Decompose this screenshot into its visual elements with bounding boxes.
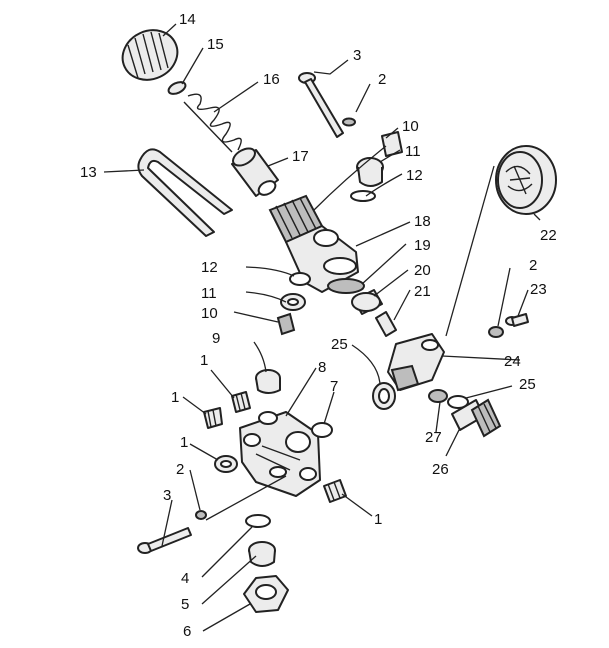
callout-25-right: 25 (519, 376, 536, 393)
callout-10-top: 10 (402, 118, 419, 135)
callout-12-left: 12 (201, 259, 218, 276)
part-7-ring (311, 422, 333, 438)
part-3-screw-lower (137, 527, 192, 554)
callout-1-b: 1 (171, 389, 179, 406)
part-6-nut (243, 575, 289, 613)
callout-3-top: 3 (353, 47, 361, 64)
leader-lines (103, 23, 541, 632)
callout-7: 7 (330, 378, 338, 395)
callout-6: 6 (183, 623, 191, 640)
part-2-ring-lower (195, 510, 207, 520)
callout-25-left: 25 (331, 336, 348, 353)
part-8-lower-body (239, 411, 321, 497)
callout-26: 26 (432, 461, 449, 478)
callout-4: 4 (181, 570, 189, 587)
callout-11-left: 11 (201, 285, 217, 302)
callout-13: 13 (80, 164, 97, 181)
part-15-ring (167, 81, 187, 95)
callout-10-left: 10 (201, 305, 218, 322)
callout-labels: 14 15 16 13 17 3 2 10 11 12 18 19 20 21 … (80, 11, 557, 640)
part-16-spring (183, 93, 242, 153)
callout-19: 19 (414, 237, 431, 254)
callout-2-top: 2 (378, 71, 386, 88)
callout-5: 5 (181, 596, 189, 613)
callout-11-top: 11 (405, 143, 421, 160)
part-13-clip (137, 148, 233, 237)
part-14-knob (121, 29, 179, 81)
part-2-ring-top (342, 117, 356, 127)
callout-12-top: 12 (406, 167, 423, 184)
callout-15: 15 (207, 36, 224, 53)
callout-16: 16 (263, 71, 280, 88)
callout-1-a: 1 (200, 352, 208, 369)
part-17-sleeve (231, 147, 279, 197)
callout-23: 23 (530, 281, 547, 298)
part-12-ring-left (289, 272, 311, 286)
part-25-ring-right (447, 395, 469, 409)
part-1-plug-d (323, 479, 347, 503)
callout-3-lower: 3 (163, 487, 171, 504)
part-11-fitting-left (280, 293, 306, 311)
callout-24: 24 (504, 353, 521, 370)
part-1-plug-a (231, 391, 251, 413)
part-9-cap (255, 369, 281, 394)
part-3-screw-top (298, 72, 344, 138)
part-26-fitting (451, 398, 502, 438)
callout-2-lower: 2 (176, 461, 184, 478)
part-5-ferrule (248, 541, 276, 567)
part-27-ring (428, 389, 448, 403)
callout-17: 17 (292, 148, 309, 165)
callout-27: 27 (425, 429, 442, 446)
part-1-plug-c (214, 455, 238, 473)
part-10-bolt-left (276, 312, 296, 336)
part-23-screw (505, 313, 529, 327)
part-10-11-12-top-fitting (350, 131, 403, 202)
part-19-ring (327, 278, 365, 294)
callout-1-d: 1 (374, 511, 382, 528)
part-18-upper-body (268, 194, 359, 293)
callout-22: 22 (540, 227, 557, 244)
callout-9: 9 (212, 330, 220, 347)
part-2-ring-right (488, 326, 504, 338)
callout-14: 14 (179, 11, 196, 28)
part-24-yoke-body (387, 333, 445, 392)
callout-8: 8 (318, 359, 326, 376)
part-4-ring (245, 514, 271, 528)
part-21-bolt (375, 311, 397, 337)
callout-1-c: 1 (180, 434, 188, 451)
callout-21: 21 (414, 283, 431, 300)
part-22-cap (495, 145, 557, 215)
callout-2-right: 2 (529, 257, 537, 274)
part-1-plug-b (203, 407, 223, 429)
callout-18: 18 (414, 213, 431, 230)
callout-20: 20 (414, 262, 431, 279)
